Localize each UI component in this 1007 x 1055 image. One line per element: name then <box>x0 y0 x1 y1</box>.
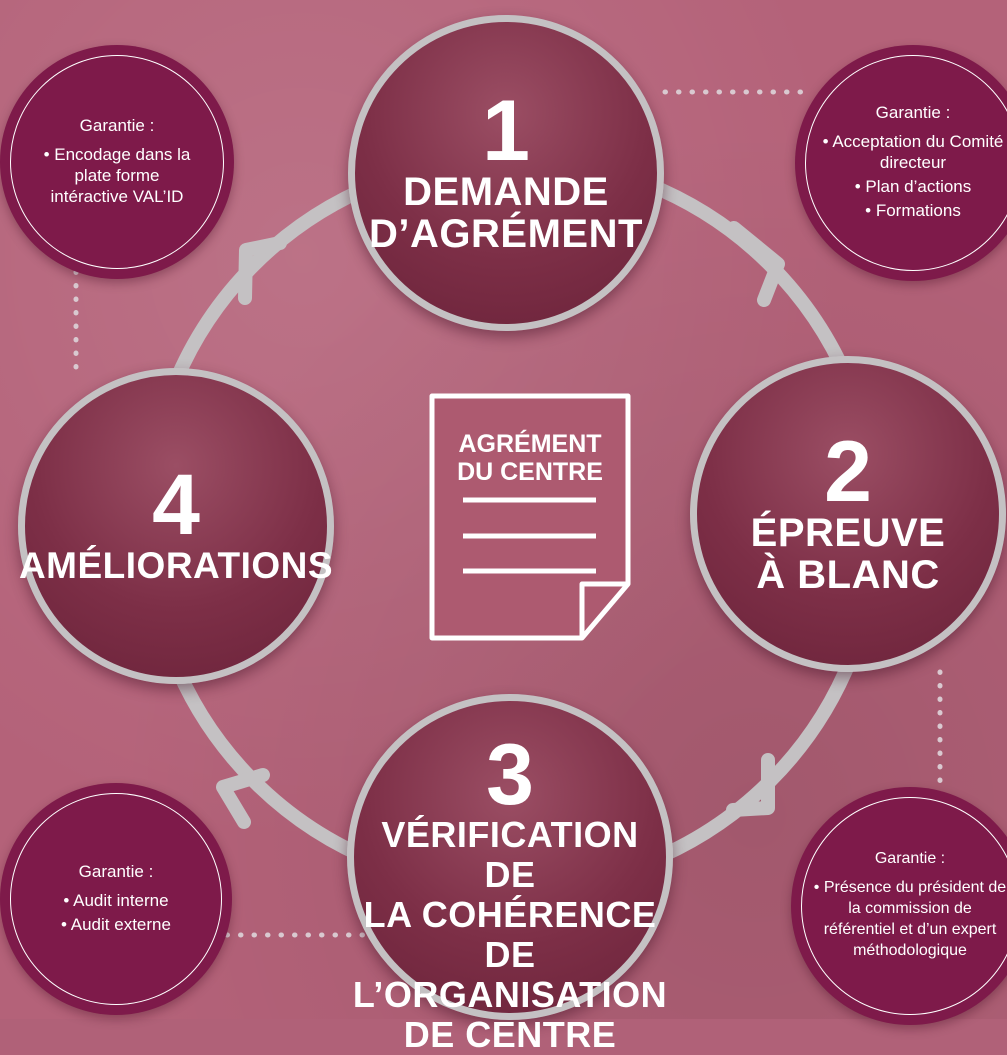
step-label-line: ÉPREUVE <box>750 511 946 555</box>
guarantee-item: • Audit interne <box>63 890 169 910</box>
step-label-line: L’ORGANISATION <box>352 974 668 1015</box>
guarantee-item: • Audit externe <box>61 914 171 934</box>
step-label-line: DE CENTRE <box>403 1014 617 1055</box>
guarantee-heading: Garantie : <box>874 850 946 867</box>
cycle-arrow-2-icon <box>726 753 775 817</box>
step-label-line: D’AGRÉMENT <box>369 212 643 256</box>
step-number: 1 <box>482 83 530 179</box>
guarantee-heading: Garantie : <box>79 115 155 135</box>
step-label-line: AMÉLIORATIONS <box>18 545 334 586</box>
step-label-line: LA COHÉRENCE DE <box>363 894 657 975</box>
step-1-circle: 1 DEMANDE D’AGRÉMENT <box>348 15 664 331</box>
step-label-line: VÉRIFICATION DE <box>381 814 639 895</box>
guarantee-circle-2: Garantie : • Acceptation du Comité direc… <box>795 45 1007 281</box>
step-3-circle: 3 VÉRIFICATION DE LA COHÉRENCE DE L’ORGA… <box>347 694 673 1055</box>
document-title-line-2: DU CENTRE <box>457 458 603 486</box>
guarantee-item: • Plan d’actions <box>854 177 972 196</box>
guarantee-heading: Garantie : <box>78 861 154 881</box>
step-label-line: DEMANDE <box>403 170 609 214</box>
guarantee-item: • Encodage dans la plate forme intéracti… <box>43 144 191 206</box>
guarantee-text: Garantie : • Présence du président de la… <box>791 848 1007 964</box>
guarantee-circle-3: Garantie : • Audit interne • Audit exter… <box>0 783 232 1015</box>
guarantee-circle-4: Garantie : • Présence du président de la… <box>791 787 1007 1025</box>
cycle-arrow-3-icon <box>216 768 270 829</box>
guarantee-text: Garantie : • Acceptation du Comité direc… <box>795 102 1007 224</box>
step-number: 2 <box>824 424 872 520</box>
document-title-line-1: AGRÉMENT <box>458 430 602 458</box>
guarantee-text: Garantie : • Encodage dans la plate form… <box>0 115 234 210</box>
step-number: 3 <box>486 727 534 823</box>
guarantee-heading: Garantie : <box>875 103 951 122</box>
guarantee-text: Garantie : • Audit interne • Audit exter… <box>31 861 201 938</box>
cycle-arrow-4-icon <box>238 236 287 305</box>
guarantee-ring <box>805 55 1007 271</box>
guarantee-item: • Présence du président de la commission… <box>813 879 1007 959</box>
guarantee-ring <box>10 793 222 1005</box>
guarantee-ring <box>801 797 1007 1015</box>
step-2-circle: 2 ÉPREUVE À BLANC <box>690 356 1006 672</box>
guarantee-item: • Acceptation du Comité directeur <box>822 132 1004 172</box>
guarantee-ring <box>10 55 224 269</box>
document-icon <box>429 393 631 641</box>
guarantee-item: • Formations <box>865 201 961 220</box>
guarantee-circle-1: Garantie : • Encodage dans la plate form… <box>0 45 234 279</box>
cycle-arrow-1-icon <box>727 221 785 307</box>
document-title: AGRÉMENT DU CENTRE <box>442 430 618 486</box>
step-number: 4 <box>152 457 200 553</box>
step-label-line: À BLANC <box>756 553 940 597</box>
step-4-circle: 4 AMÉLIORATIONS <box>18 368 334 684</box>
